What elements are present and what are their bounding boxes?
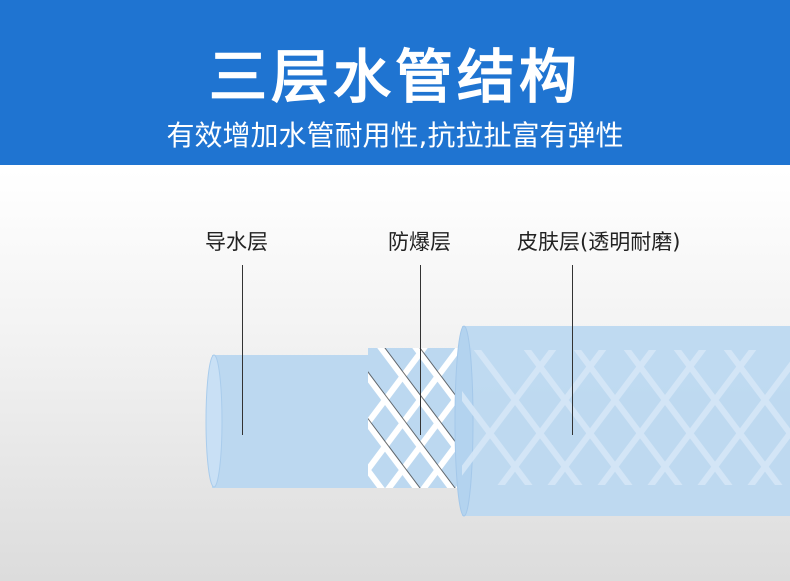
leader-line-inner bbox=[242, 265, 243, 435]
label-middle-layer: 防爆层 bbox=[388, 230, 451, 254]
leader-line-middle bbox=[420, 265, 421, 435]
page-subtitle: 有效增加水管耐用性,抗拉扯富有弹性 bbox=[166, 119, 624, 152]
leader-line-outer bbox=[572, 265, 573, 435]
label-outer-layer: 皮肤层(透明耐磨) bbox=[517, 230, 681, 254]
outer-skin-layer bbox=[454, 325, 790, 517]
label-inner-layer: 导水层 bbox=[205, 230, 268, 254]
header-banner: 三层水管结构 有效增加水管耐用性,抗拉扯富有弹性 bbox=[0, 0, 790, 165]
page-title: 三层水管结构 bbox=[208, 43, 581, 111]
inner-tube-layer bbox=[205, 354, 382, 488]
